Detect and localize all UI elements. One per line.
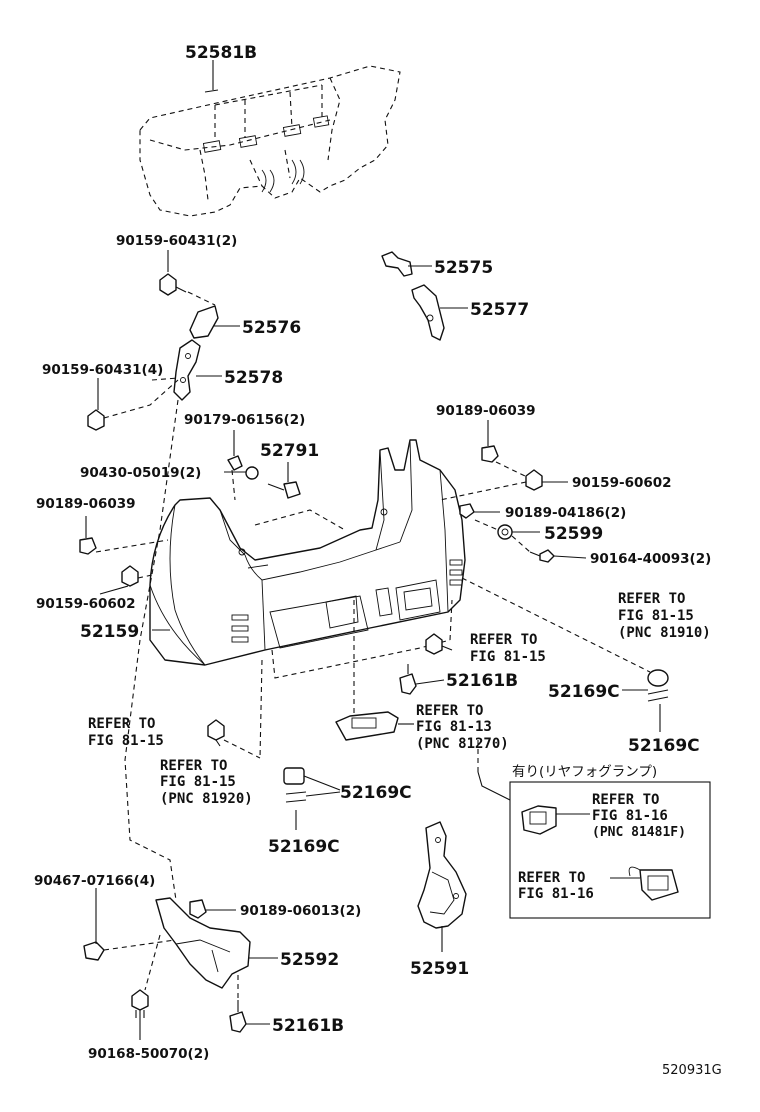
bolt-refer-81-15-icon bbox=[207, 719, 225, 747]
fog-lamp-large-icon bbox=[628, 866, 679, 901]
label-90189-06013-2: 90189-06013(2) bbox=[240, 903, 361, 919]
clip-90189-04186-icon bbox=[459, 503, 475, 519]
label-52169C-mid-2: 52169C bbox=[268, 837, 340, 857]
label-90164-40093-2: 90164-40093(2) bbox=[590, 551, 711, 567]
ref-81920-line3: (PNC 81920) bbox=[160, 791, 253, 807]
label-90159-60431-2: 90159-60431(2) bbox=[116, 233, 237, 249]
bolt-90159-60602-left-icon bbox=[121, 565, 139, 587]
label-52159: 52159 bbox=[80, 622, 139, 642]
ref-81910-line3: (PNC 81910) bbox=[618, 625, 711, 641]
bolt-90168-50070-icon bbox=[131, 989, 149, 1018]
ref-81920-line1: REFER TO bbox=[160, 758, 227, 774]
reference-notes: REFER TO FIG 81-15 (PNC 81910) REFER TO … bbox=[88, 591, 711, 902]
clip-90189-06039-left-icon bbox=[79, 537, 97, 555]
label-52581B: 52581B bbox=[185, 43, 257, 63]
label-52577: 52577 bbox=[470, 300, 529, 320]
washer-90430-05019-icon bbox=[245, 466, 259, 480]
bracket-52592-icon bbox=[155, 897, 251, 989]
body-panel-outline bbox=[139, 65, 401, 217]
label-52575: 52575 bbox=[434, 258, 493, 278]
bracket-52591-icon bbox=[417, 821, 467, 929]
ref-81481F-line1: REFER TO bbox=[592, 792, 659, 808]
bracket-52578-icon bbox=[173, 339, 201, 401]
inset-title: 有り(リヤフォグランプ) bbox=[512, 764, 657, 780]
ref-81270-line3: (PNC 81270) bbox=[416, 736, 509, 752]
ref-81-15-a-line1: REFER TO bbox=[470, 632, 537, 648]
bolt-90159-60602-right-icon bbox=[525, 469, 543, 491]
label-52169C-right-1: 52169C bbox=[548, 682, 620, 702]
label-90179-06156-2: 90179-06156(2) bbox=[184, 412, 305, 428]
label-90189-06039-left: 90189-06039 bbox=[36, 496, 136, 512]
label-52791: 52791 bbox=[260, 441, 319, 461]
label-90159-60602-right: 90159-60602 bbox=[572, 475, 672, 491]
nut-90467-07166-icon bbox=[83, 941, 105, 961]
bracket-52576-icon bbox=[189, 305, 219, 339]
reflector-81920-icon bbox=[283, 767, 307, 803]
part-labels: 52581B 90159-60431(2) 52575 52577 52576 … bbox=[34, 43, 711, 1062]
rear-bumper-52159-icon bbox=[149, 439, 466, 666]
screw-90164-40093-icon bbox=[529, 549, 555, 563]
cover-52169C-right-icon bbox=[647, 669, 669, 702]
label-90189-06039-right: 90189-06039 bbox=[436, 403, 536, 419]
stud-52791-icon bbox=[267, 481, 301, 499]
clip-52161B-top-icon bbox=[399, 664, 417, 695]
label-52169C-right-2: 52169C bbox=[628, 736, 700, 756]
bolt-mid-right-icon bbox=[425, 633, 453, 655]
grommet-52599-icon bbox=[497, 524, 513, 540]
ref-81270-line2: FIG 81-13 bbox=[416, 719, 492, 735]
ref-81-16-b-line2: FIG 81-16 bbox=[518, 886, 594, 902]
fog-lamp-inset-box bbox=[477, 740, 711, 919]
ref-81-15-a-line2: FIG 81-15 bbox=[470, 649, 546, 665]
label-90430-05019-2: 90430-05019(2) bbox=[80, 465, 201, 481]
label-90168-50070-2: 90168-50070(2) bbox=[88, 1046, 209, 1062]
ref-81270-line1: REFER TO bbox=[416, 703, 483, 719]
clip-52161B-bottom-icon bbox=[229, 1000, 247, 1033]
bracket-52575-icon bbox=[381, 251, 413, 277]
license-lamp-icon bbox=[335, 711, 399, 741]
clip-90179-06156-icon bbox=[227, 455, 243, 471]
label-90159-60431-4: 90159-60431(4) bbox=[42, 362, 163, 378]
label-52169C-mid-1: 52169C bbox=[340, 783, 412, 803]
bracket-52577-icon bbox=[411, 284, 445, 341]
label-52161B-bottom: 52161B bbox=[272, 1016, 344, 1036]
label-90189-04186-2: 90189-04186(2) bbox=[505, 505, 626, 521]
label-52599: 52599 bbox=[544, 524, 603, 544]
label-52591: 52591 bbox=[410, 959, 469, 979]
figure-code: 520931G bbox=[662, 1063, 722, 1078]
label-52161B-top: 52161B bbox=[446, 671, 518, 691]
ref-81481F-line2: FIG 81-16 bbox=[592, 808, 668, 824]
ref-81910-line2: FIG 81-15 bbox=[618, 608, 694, 624]
label-52576: 52576 bbox=[242, 318, 301, 338]
fog-lamp-small-icon bbox=[521, 805, 557, 835]
label-52578: 52578 bbox=[224, 368, 283, 388]
clip-90189-06013-icon bbox=[189, 899, 207, 919]
ref-81-15-b-line1: REFER TO bbox=[88, 716, 155, 732]
label-90159-60602-left: 90159-60602 bbox=[36, 596, 136, 612]
bolt-upper-left-icon bbox=[159, 273, 187, 296]
ref-81481F-line3: (PNC 81481F) bbox=[592, 825, 686, 840]
ref-81910-line1: REFER TO bbox=[618, 591, 685, 607]
leader-lines bbox=[85, 60, 661, 1040]
ref-81-16-b-line1: REFER TO bbox=[518, 870, 585, 886]
label-52592: 52592 bbox=[280, 950, 339, 970]
clip-90189-06039-right-icon bbox=[481, 445, 499, 463]
ref-81920-line2: FIG 81-15 bbox=[160, 774, 236, 790]
bolt-left-4-icon bbox=[87, 409, 105, 431]
label-90467-07166-4: 90467-07166(4) bbox=[34, 873, 155, 889]
ref-81-15-b-line2: FIG 81-15 bbox=[88, 733, 164, 749]
